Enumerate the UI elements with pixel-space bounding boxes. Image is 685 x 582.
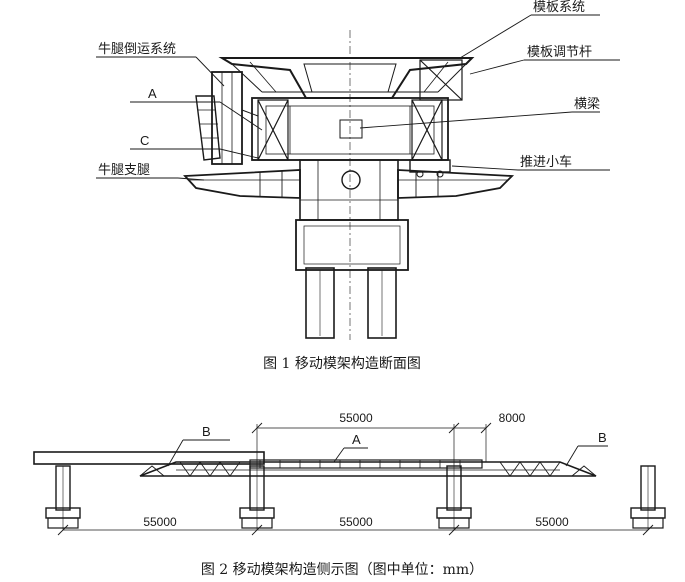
pier-legs — [305, 267, 397, 339]
figure1-caption: 图 1 移动模架构造断面图 — [263, 356, 421, 372]
formwork-band — [249, 459, 483, 469]
dim-bottom-right: 55000 — [535, 515, 569, 529]
dim-top-overhang: 8000 — [499, 411, 526, 425]
dim-top-span: 55000 — [339, 411, 373, 425]
dim-bottom-left: 55000 — [143, 515, 177, 529]
label-c: C — [140, 133, 149, 148]
figure2-caption: 图 2 移动模架构造侧示图（图中单位：mm） — [201, 562, 483, 578]
label-bracket-leg: 牛腿支腿 — [98, 163, 150, 178]
push-trolley — [409, 159, 451, 178]
pier-right — [630, 465, 666, 530]
fig2-label-b-right: B — [598, 430, 607, 445]
fig2-leaders — [167, 439, 608, 467]
label-formwork-adjust-rod: 模板调节杆 — [527, 45, 592, 60]
figure1-drawing: 模板系统 牛腿倒运系统 模板调节杆 A 横梁 C 推进小车 牛腿支腿 — [96, 0, 620, 340]
fig2-label-a: A — [352, 432, 361, 447]
label-bracket-transfer-system: 牛腿倒运系统 — [98, 42, 176, 57]
figure2-drawing: 55000 8000 55000 55000 55000 B A B — [33, 411, 666, 536]
pier-cap — [295, 219, 409, 271]
pier-left — [45, 465, 81, 530]
label-push-trolley: 推进小车 — [520, 154, 572, 170]
fig1-leaders — [96, 14, 620, 181]
label-formwork-system: 模板系统 — [533, 0, 585, 15]
finished-deck — [33, 451, 265, 465]
dim-bottom-middle: 55000 — [339, 515, 373, 529]
bottom-dimension-chain — [57, 524, 654, 536]
label-a: A — [148, 86, 157, 101]
fig2-label-b-left: B — [202, 424, 211, 439]
main-girder-truss — [139, 461, 597, 477]
formwork — [218, 57, 475, 99]
bracket-beam — [183, 169, 515, 199]
pier-column — [299, 159, 399, 221]
transfer-tower — [195, 71, 259, 165]
label-cross-beam: 横梁 — [574, 97, 600, 112]
side-trusses — [257, 59, 463, 161]
top-dimension-chain — [251, 422, 492, 466]
